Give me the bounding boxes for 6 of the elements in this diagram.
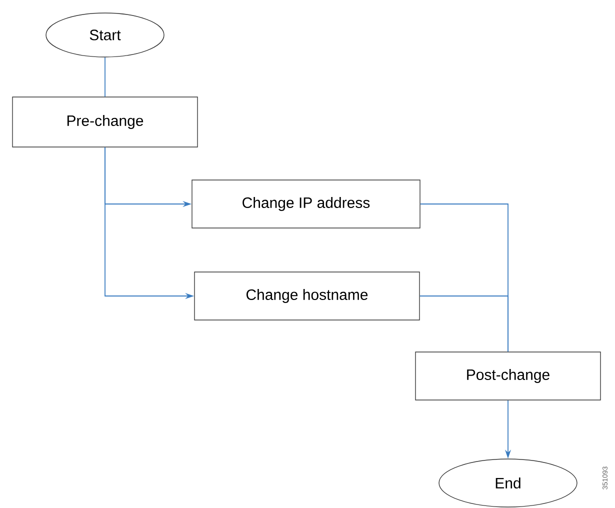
connector <box>419 296 508 352</box>
process-box: Change IP address <box>192 180 420 228</box>
connector <box>104 56 106 98</box>
process-box: Pre-change <box>12 96 198 148</box>
process-box: Change hostname <box>194 272 420 320</box>
process-box: Post-change <box>415 352 601 400</box>
